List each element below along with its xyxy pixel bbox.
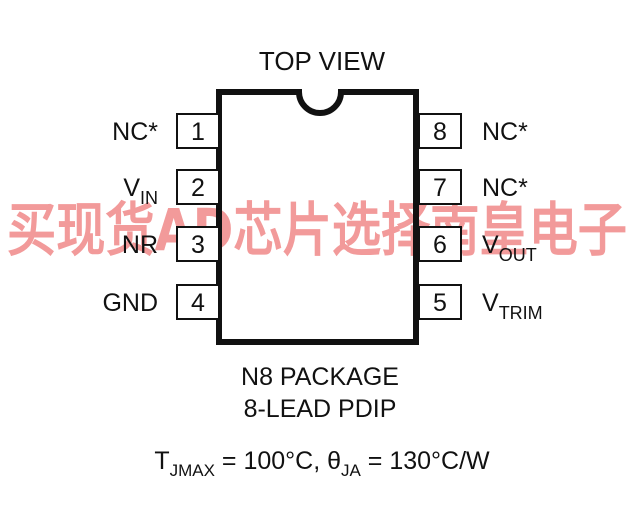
pin-7-box	[418, 169, 462, 205]
pin-3-label: NR	[122, 231, 158, 259]
theta-value: = 130°C/W	[361, 447, 490, 475]
pin-5-label: VTRIM	[482, 289, 543, 323]
pin-1-number: 1	[191, 118, 205, 146]
pin-5-number: 5	[433, 289, 447, 317]
pin-6-label: VOUT	[482, 231, 537, 265]
pin-2-box	[176, 169, 220, 205]
tj-symbol: T	[154, 447, 169, 475]
package-description: 8-LEAD PDIP	[244, 395, 397, 423]
watermark-text: 买现货AD芯片选择南皇电子	[7, 196, 627, 264]
package-name: N8 PACKAGE	[241, 363, 399, 391]
pin-4-number: 4	[191, 289, 205, 317]
theta-symbol: θ	[327, 447, 341, 475]
left-pin-column: 1 NC* 2 VIN 3 NR 4 GND	[102, 113, 220, 320]
top-view-title: TOP VIEW	[259, 46, 386, 76]
thermal-spec: TJMAX = 100°C, θJA = 130°C/W	[154, 447, 490, 480]
pin-6-number: 6	[433, 231, 447, 259]
pin-5-box	[418, 284, 462, 320]
pin-8-box	[418, 113, 462, 149]
pin-4-label: GND	[102, 289, 158, 317]
pin-2-label: VIN	[123, 174, 158, 208]
theta-subscript: JA	[341, 461, 362, 480]
ic-package-outline	[216, 89, 419, 345]
tj-value: = 100°C,	[215, 447, 327, 475]
pin-3-box	[176, 226, 220, 262]
pin-7-label: NC*	[482, 174, 528, 202]
tj-subscript: JMAX	[170, 461, 215, 480]
pin-8-number: 8	[433, 118, 447, 146]
pin-4-box	[176, 284, 220, 320]
pin-7-number: 7	[433, 174, 447, 202]
pin-2-number: 2	[191, 174, 205, 202]
pin-6-box	[418, 226, 462, 262]
pin-3-number: 3	[191, 231, 205, 259]
pin-1-box	[176, 113, 220, 149]
pin-8-label: NC*	[482, 118, 528, 146]
pin-1-label: NC*	[112, 118, 158, 146]
